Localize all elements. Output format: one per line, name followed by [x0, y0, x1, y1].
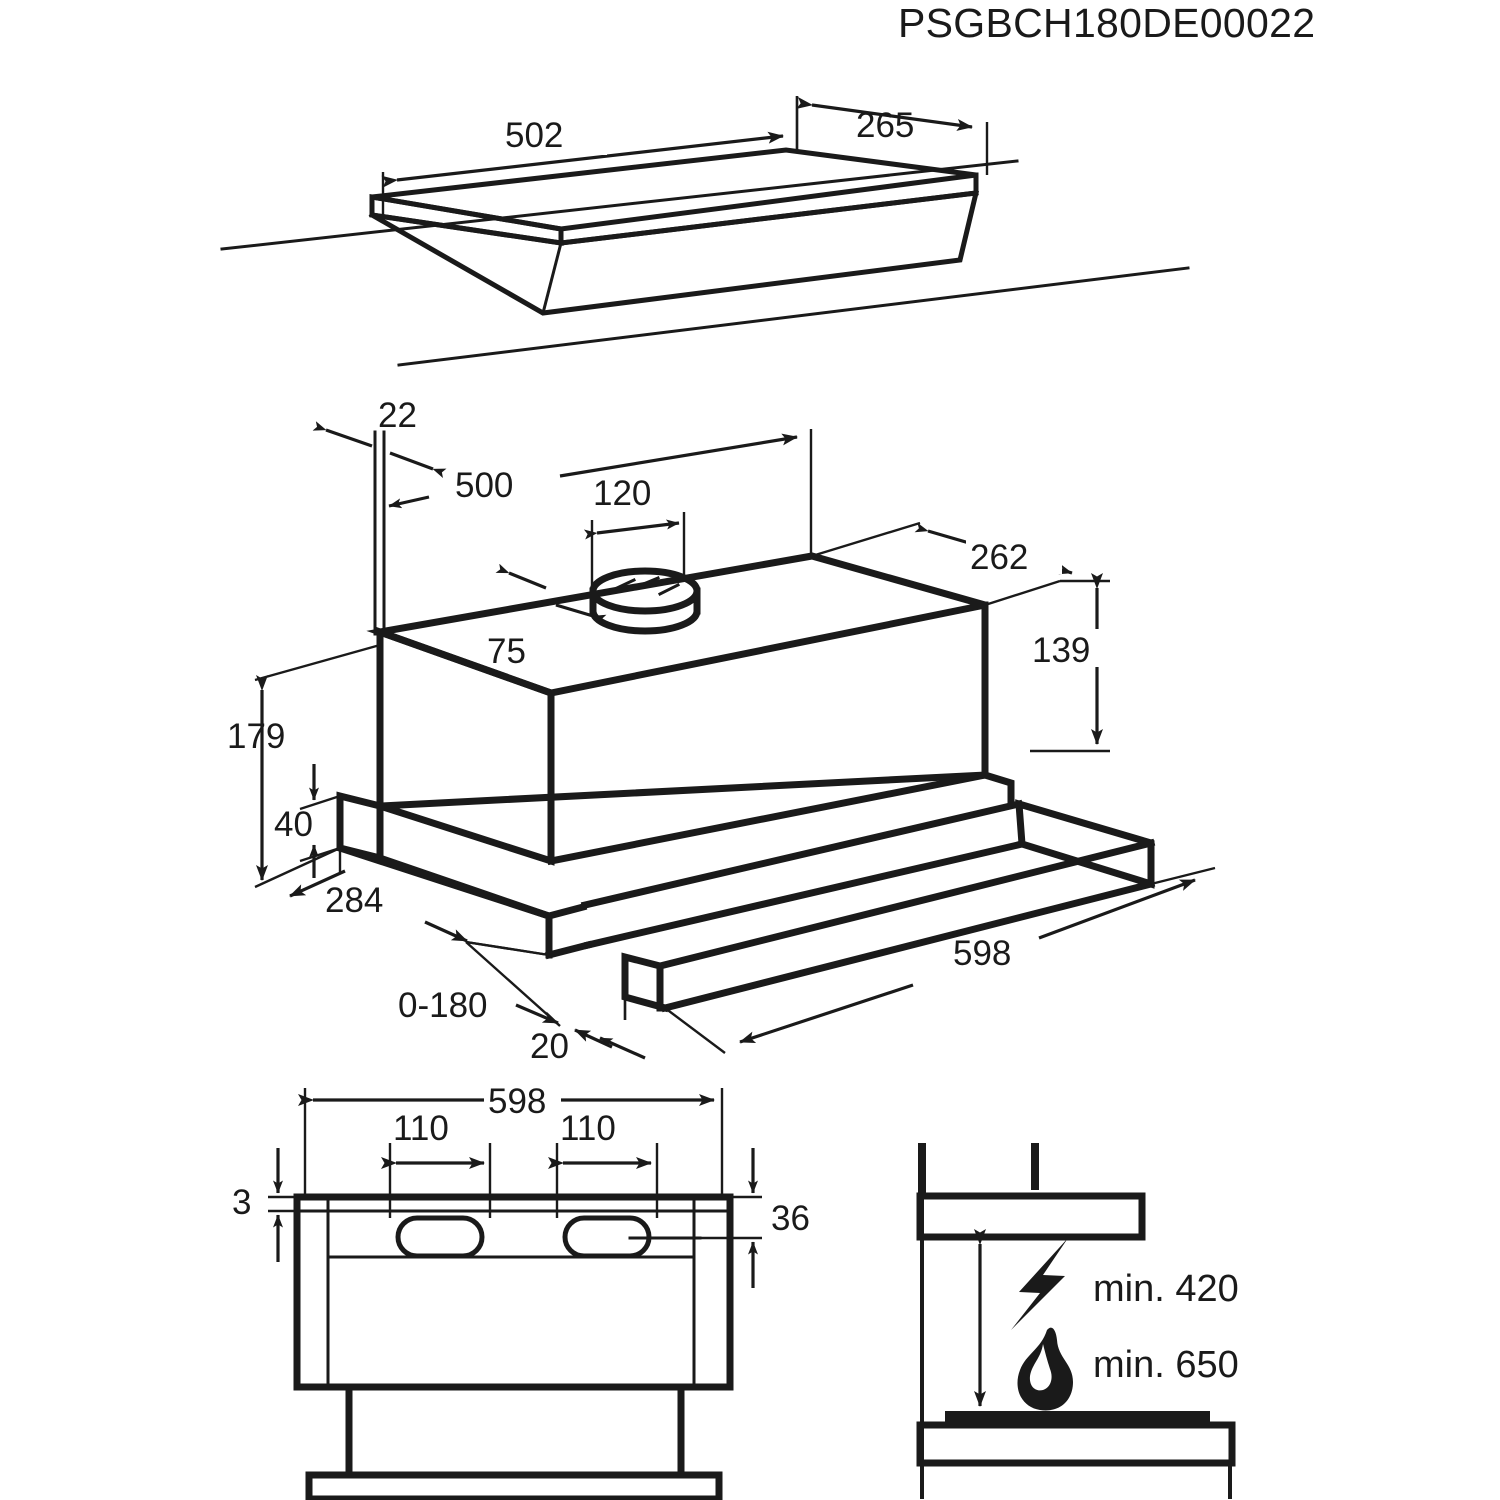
dim-500-label: 500 [455, 466, 513, 505]
hood-body-bottom-rear-rail [376, 771, 989, 810]
hood-skirt-front-step-lower [544, 940, 593, 960]
flame-icon [1017, 1327, 1073, 1411]
dim-502-label: 502 [505, 116, 563, 155]
pullout-rail-upper-edge [580, 799, 1024, 910]
dim-0-180-label: 0-180 [398, 986, 488, 1025]
worktop-plane-edge-front [397, 266, 1190, 367]
dim-179-label: 179 [227, 717, 285, 756]
dim-500-line-left [388, 495, 430, 509]
dim-502-label-bg [497, 113, 607, 155]
cutout-inner-top-edge [369, 190, 979, 246]
dim-598-iso-label: 598 [953, 934, 1011, 973]
dim-22-leader-right [389, 451, 447, 479]
cutout-outer-rim [371, 147, 977, 232]
ext-0-180-c [465, 941, 561, 1027]
dim-120-label: 120 [593, 474, 651, 513]
pullout-rail-lower-edge [583, 839, 1027, 950]
dim-284-leader-2 [424, 920, 468, 943]
dim-139-label: 139 [1032, 631, 1090, 670]
ext-179-top [254, 643, 381, 682]
dim-265-line [796, 97, 973, 131]
front-slot-handle-left [395, 1215, 485, 1259]
hood-skirt-top-edge [375, 853, 554, 921]
dim-0-180-leader [515, 1003, 559, 1025]
dim-110-right-label: 110 [560, 1109, 616, 1148]
dim-139-label-bg [1030, 629, 1128, 667]
dim-22-label: 22 [378, 396, 417, 435]
pullout-panel-top-edge [655, 838, 1156, 971]
dim-284-label: 284 [325, 881, 383, 920]
clearance-worktop [916, 1421, 1236, 1467]
lightning-bolt-icon [1011, 1238, 1068, 1330]
hood-skirt-front-step [544, 902, 588, 921]
ext-0-180-b [465, 940, 550, 957]
dim-20-leader [599, 1036, 646, 1060]
cutout-opening [368, 189, 980, 316]
dim-262-label: 262 [970, 538, 1028, 577]
cutout-inner-corner [541, 241, 563, 315]
dim-75-label: 75 [487, 632, 526, 671]
clearance-hob-plate [945, 1411, 1210, 1425]
dim-598-iso-line-right [1038, 878, 1196, 940]
ext-75 [555, 603, 594, 618]
pullout-panel-front-face-bottom [660, 879, 1156, 1013]
duct-outlet-hatching [615, 576, 681, 597]
view-minimum-clearance: min. 420 min. 650 [916, 1143, 1239, 1499]
dim-284-leader [289, 869, 346, 898]
ext-262-a [811, 521, 921, 558]
dim-75-leader-a [495, 563, 547, 590]
view-appliance-isometric: 22 500 120 75 262 139 179 [227, 396, 1216, 1066]
view-cutout-opening: 502 265 [220, 96, 1190, 367]
dim-262-label-bg [966, 536, 1062, 574]
dim-502-line [381, 131, 784, 188]
dim-120-line [583, 519, 680, 540]
dim-36-label: 36 [771, 1199, 810, 1238]
document-code: PSGBCH180DE00022 [898, 0, 1315, 46]
clearance-gas-label: min. 650 [1093, 1344, 1239, 1386]
ext-40-top [299, 794, 341, 811]
dim-40-label: 40 [274, 805, 313, 844]
worktop-plane-edge-rear [220, 159, 1019, 251]
dim-20-label: 20 [530, 1027, 569, 1066]
dim-598-iso-line-left [739, 983, 914, 1044]
pullout-panel-left-end-bottom [623, 995, 667, 1010]
ext-179-bottom [254, 846, 341, 889]
hood-body-right-face [546, 601, 989, 866]
dim-0-180-leader-2 [574, 1028, 613, 1049]
dim-598-front-label: 598 [488, 1082, 546, 1121]
dim-500-line-right [559, 433, 798, 478]
dim-265-label: 265 [856, 106, 914, 145]
view-front-elevation: 598 110 110 3 36 [232, 1082, 810, 1500]
dim-110-left-label: 110 [393, 1109, 449, 1148]
ext-40-bottom [299, 846, 341, 863]
hood-body-right-bottom-step [980, 770, 1015, 809]
clearance-electric-label: min. 420 [1093, 1268, 1239, 1310]
ext-598-iso-right [1150, 866, 1216, 886]
dim-22-leader-left [312, 421, 373, 448]
clearance-hood-body [916, 1192, 1146, 1241]
ext-598-iso-left [664, 1007, 726, 1054]
front-drawer-handle-bar [305, 1471, 723, 1500]
dim-3-label: 3 [232, 1183, 251, 1222]
ext-262-b [984, 579, 1061, 607]
